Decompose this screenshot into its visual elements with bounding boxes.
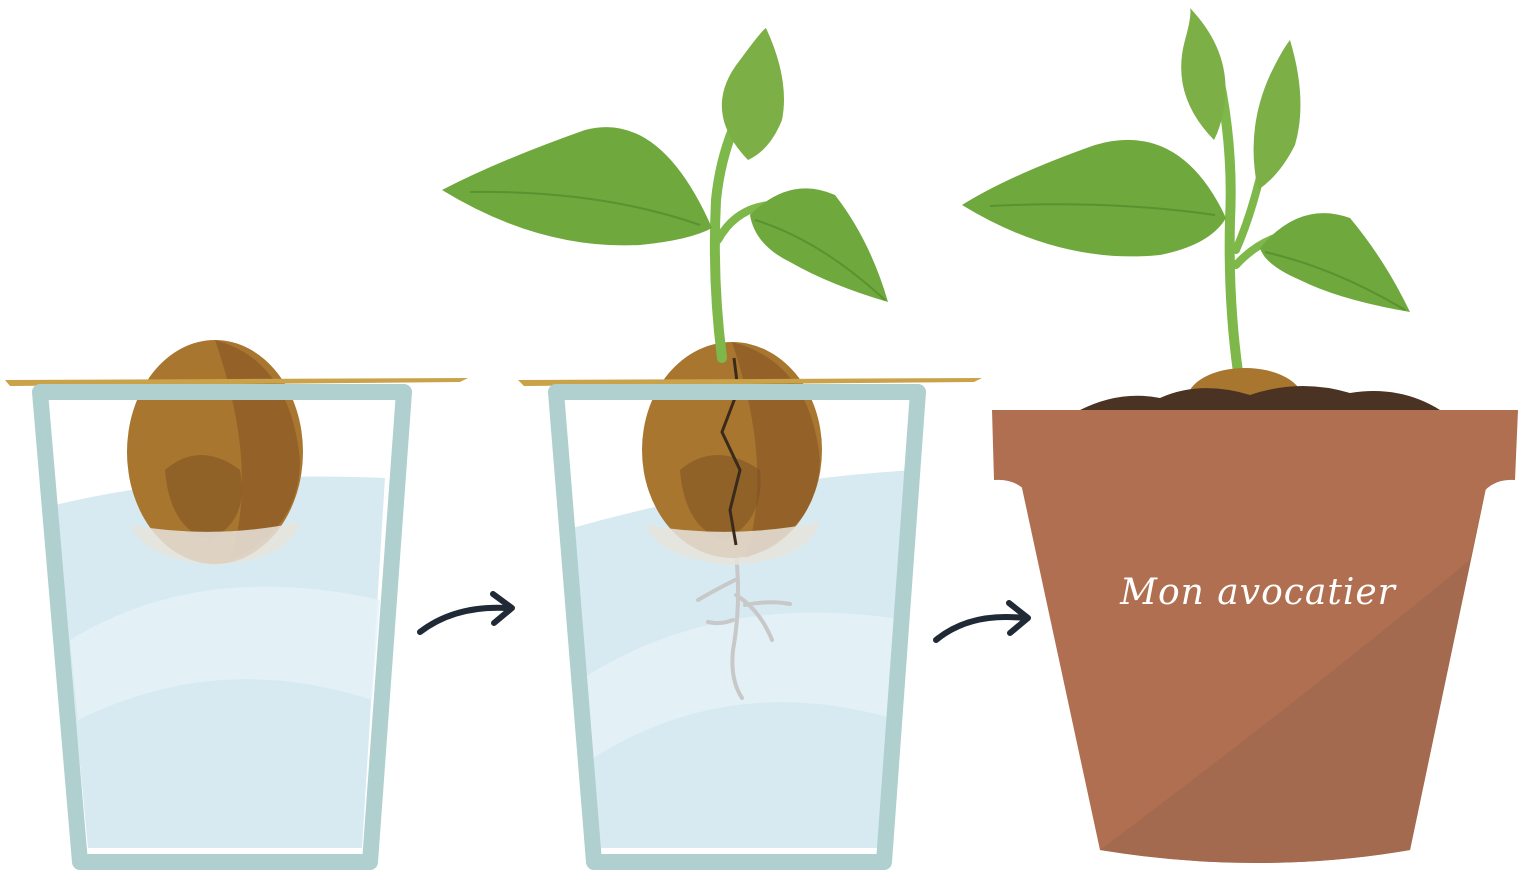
pot-rim [992, 410, 1518, 500]
stage-2-sprout-in-glass [442, 28, 982, 862]
plant-3 [962, 8, 1410, 372]
leaf-top-left-3 [1181, 8, 1225, 140]
pot-label: Mon avocatier [1078, 572, 1438, 613]
leaf-left-3 [962, 140, 1226, 257]
stage-3-potted-plant [962, 8, 1518, 863]
stage-1-seed-in-glass [5, 340, 468, 862]
leaf-top-right-3 [1254, 40, 1301, 190]
arrow-icon-2 [936, 603, 1028, 640]
arrow-icon-1 [420, 594, 512, 632]
leaf-left-2 [442, 127, 712, 245]
seedling-2 [442, 28, 888, 358]
avocado-seed-2 [642, 342, 822, 565]
avocado-seed-1 [127, 340, 303, 565]
leaf-right-3 [1260, 213, 1410, 312]
